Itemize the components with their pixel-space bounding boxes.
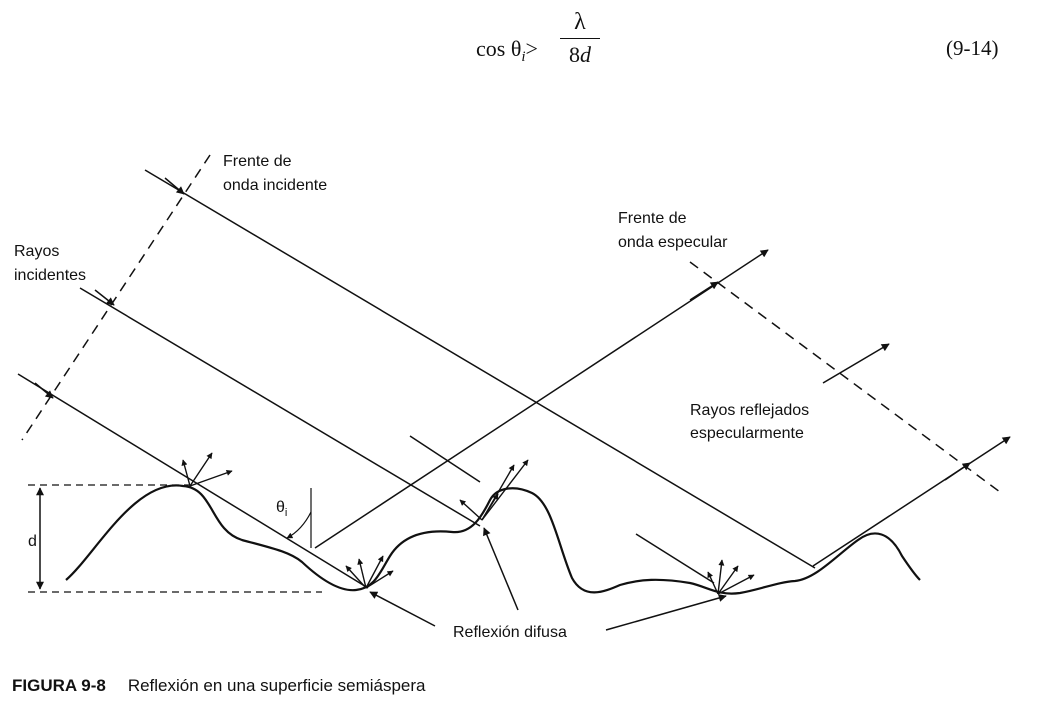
incident-rays-label-line1: Rayos — [14, 243, 59, 260]
diffuse-fan-3 — [459, 459, 529, 521]
denominator-number: 8 — [569, 42, 580, 67]
equation-denominator: 8d — [560, 42, 600, 68]
diffuse-fan-2 — [345, 555, 394, 589]
fraction-bar — [560, 38, 600, 39]
diffuse-callout-3 — [605, 594, 727, 631]
diffuse-fan-1 — [181, 452, 233, 487]
incident-rays-label-line2: incidentes — [14, 267, 86, 284]
specular-ray-2 — [812, 436, 1011, 567]
equation-subscript-i: i — [521, 49, 526, 65]
equation-relation: > — [525, 36, 538, 61]
equation-cos-theta: cos θ — [476, 36, 522, 61]
diffuse-callout-1 — [369, 591, 436, 627]
specular-rays-label-line1: Rayos reflejados — [690, 402, 809, 419]
specular-ray-inner-arrow-1 — [689, 281, 719, 301]
specular-rays-label-line2: especularmente — [690, 425, 804, 442]
theta-label: θi — [276, 499, 287, 519]
theta-subscript: i — [285, 507, 287, 519]
incident-ray-stub-2 — [635, 533, 715, 584]
incident-arrow-1 — [164, 177, 185, 195]
incident-ray-2 — [79, 287, 481, 527]
angle-arc — [286, 511, 312, 539]
equation-lhs: cos θi> — [476, 36, 538, 65]
rough-surface — [65, 484, 921, 595]
equation-number: (9-14) — [946, 36, 999, 60]
figure-caption: FIGURA 9-8 Reflexión en una superficie se… — [12, 676, 426, 696]
figure-number: FIGURA 9-8 — [12, 676, 106, 695]
incident-arrow-3 — [34, 382, 54, 399]
diffuse-fan-4 — [707, 559, 755, 595]
equation-fraction: λ 8d — [560, 8, 600, 68]
theta-symbol: θ — [276, 499, 285, 516]
equation-numerator: λ — [574, 9, 586, 35]
specular-ray-1 — [314, 249, 769, 549]
incident-ray-1 — [144, 169, 816, 569]
height-label: d — [28, 533, 37, 550]
reflection-diagram: Frente de onda incidente Rayos incidente… — [14, 153, 1011, 641]
diffuse-callout-2 — [483, 527, 519, 611]
specular-wavefront-line — [689, 261, 1001, 493]
incident-wavefront-line — [21, 154, 211, 441]
diffuse-reflection-label: Reflexión difusa — [453, 624, 567, 641]
figure-caption-text: Reflexión en una superficie semiáspera — [127, 676, 426, 695]
denominator-variable: d — [580, 42, 591, 67]
specular-wavefront-label-line2: onda especular — [618, 234, 728, 251]
incident-wavefront-label-line1: Frente de — [223, 153, 292, 170]
specular-wavefront-label-line1: Frente de — [618, 210, 687, 227]
incident-ray-stub-1 — [409, 435, 481, 483]
specular-ray-inner-arrow-2 — [944, 462, 971, 481]
incident-arrow-2 — [94, 289, 115, 306]
incident-wavefront-label-line2: onda incidente — [223, 177, 327, 194]
specular-ray-short — [822, 343, 890, 384]
